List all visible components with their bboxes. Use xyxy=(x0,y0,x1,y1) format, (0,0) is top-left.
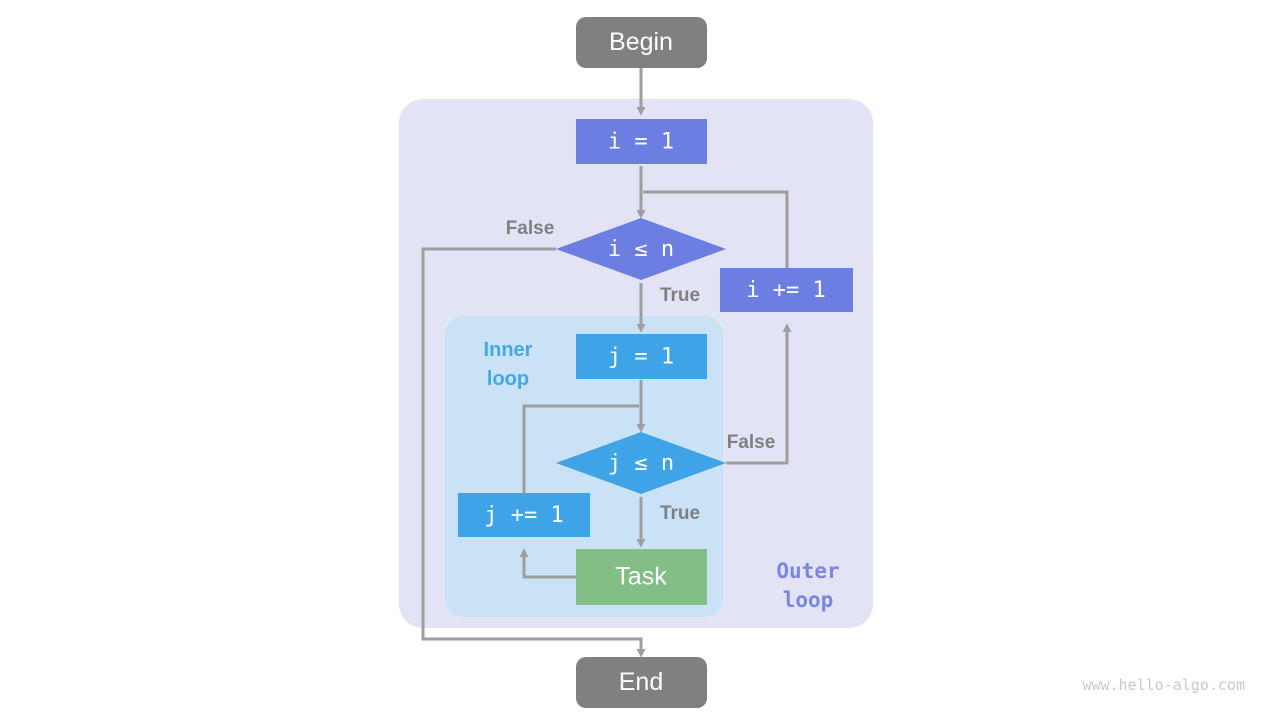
edge-cond-i-false-to-end xyxy=(421,247,646,658)
node-init-i[interactable]: i = 1 xyxy=(576,119,707,164)
node-init-j-label: j = 1 xyxy=(608,345,674,370)
node-end[interactable]: End xyxy=(576,657,707,708)
edge-label-outer-false: False xyxy=(506,218,555,239)
watermark: www.hello-algo.com xyxy=(1082,676,1245,694)
node-task[interactable]: Task xyxy=(576,549,707,605)
node-cond-j-label: j ≤ n xyxy=(608,451,674,476)
node-begin-label: Begin xyxy=(609,28,673,56)
node-incr-j-label: j += 1 xyxy=(484,503,563,528)
outer-loop-label-line2: loop xyxy=(783,588,834,612)
node-init-j[interactable]: j = 1 xyxy=(576,334,707,379)
node-incr-j[interactable]: j += 1 xyxy=(458,493,590,537)
inner-loop-label-line1: Inner xyxy=(484,339,533,361)
edge-incr-j-return xyxy=(522,404,639,493)
node-task-label: Task xyxy=(615,563,667,591)
node-incr-i-label: i += 1 xyxy=(746,278,825,303)
node-cond-i[interactable]: i ≤ n xyxy=(556,218,726,280)
node-begin[interactable]: Begin xyxy=(576,17,707,68)
node-init-i-label: i = 1 xyxy=(608,130,674,155)
edge-label-outer-true: True xyxy=(660,285,700,306)
inner-loop-label-line2: loop xyxy=(487,368,529,390)
edge-label-inner-false: False xyxy=(727,432,776,453)
node-cond-i-label: i ≤ n xyxy=(608,237,674,262)
node-end-label: End xyxy=(619,668,663,696)
edge-cond-j-false-to-incr-i xyxy=(726,323,792,465)
edge-incr-i-return xyxy=(643,190,789,268)
node-cond-j[interactable]: j ≤ n xyxy=(556,432,726,494)
node-incr-i[interactable]: i += 1 xyxy=(720,268,853,312)
edge-task-to-incr-j xyxy=(519,548,576,579)
edge-label-inner-true: True xyxy=(660,503,700,524)
outer-loop-label-line1: Outer xyxy=(776,559,839,583)
